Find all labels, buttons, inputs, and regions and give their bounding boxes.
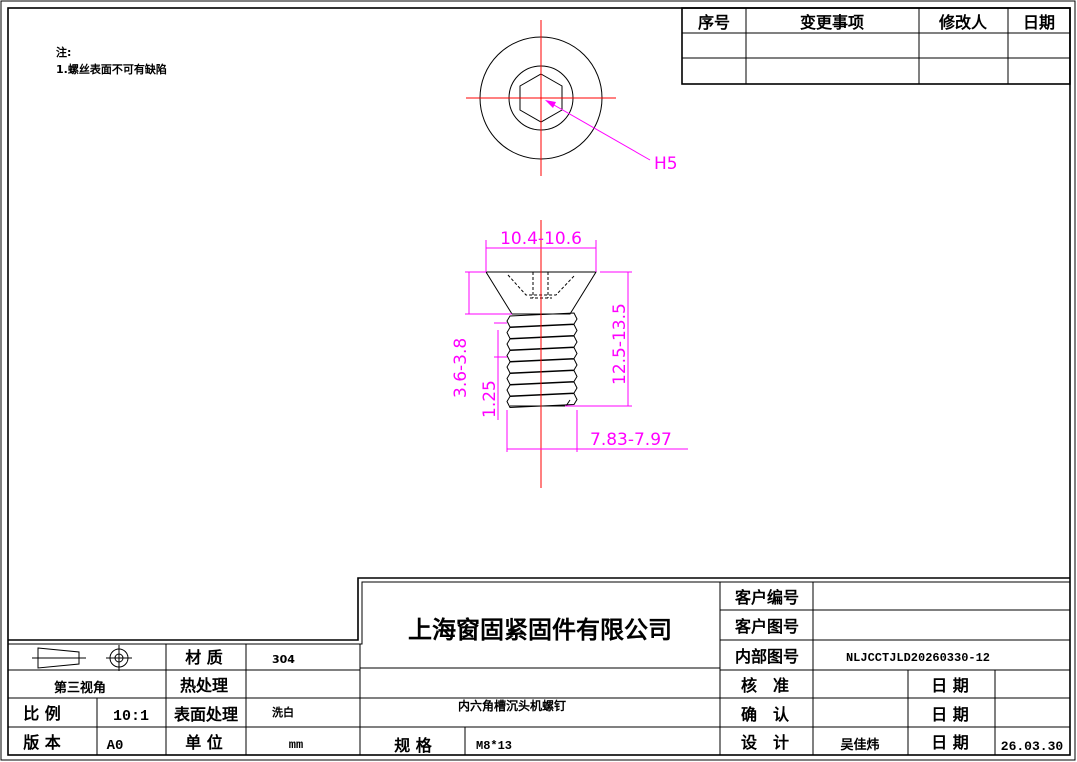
approve-date-label: 日 期	[931, 676, 969, 695]
unit-value: mm	[289, 738, 303, 752]
surface-treatment-value: 洗白	[272, 705, 294, 719]
countersunk-head	[485, 271, 597, 315]
hex-size-label: H5	[654, 154, 678, 174]
company-name: 上海窗固紧固件有限公司	[408, 616, 672, 644]
version-label: 版 本	[22, 733, 61, 752]
rev-header-editor: 修改人	[938, 13, 988, 32]
spec-value: M8*13	[476, 739, 512, 753]
leader-line	[546, 100, 651, 161]
dim-length: 12.5-13.5	[610, 303, 630, 385]
dim-pitch: 1.25	[480, 380, 500, 418]
internal-drawing-value: NLJCCTJLD20260330-12	[846, 651, 990, 665]
rev-header-no: 序号	[698, 13, 730, 32]
thread-body	[506, 312, 578, 409]
unit-label: 单 位	[185, 733, 223, 752]
thread-profile	[506, 312, 578, 409]
confirm-date-label: 日 期	[931, 705, 969, 724]
side-view	[485, 220, 597, 488]
confirm-label: 确 认	[741, 705, 790, 724]
customer-drawing-label: 客户图号	[735, 617, 799, 636]
version-value: A0	[107, 738, 124, 754]
revision-table: 序号 变更事项 修改人 日期	[681, 7, 1071, 85]
material-value: 304	[272, 653, 295, 666]
projection-label: 第三视角	[54, 680, 106, 696]
top-view: H5	[466, 20, 678, 176]
design-date-label: 日 期	[931, 733, 969, 752]
dim-head-height: 3.6-3.8	[451, 338, 471, 398]
dim-head-diameter: 10.4-10.6	[500, 229, 582, 249]
surface-treatment-label: 表面处理	[173, 705, 238, 724]
part-name: 内六角槽沉头机螺钉	[458, 698, 566, 713]
spec-label: 规 格	[394, 736, 433, 755]
scale-label: 比 例	[23, 704, 61, 723]
design-date: 26.03.30	[1001, 739, 1064, 754]
customer-no-label: 客户编号	[735, 588, 799, 607]
design-label: 设 计	[741, 733, 789, 752]
approve-label: 核 准	[741, 676, 789, 695]
title-block: 第三视角 材 质 304 热处理 表面处理 洗白 比 例 10:1 版 本 A0…	[8, 577, 1070, 755]
heat-treatment-label: 热处理	[180, 676, 228, 695]
third-angle-projection-icon	[32, 645, 132, 671]
internal-drawing-label: 内部图号	[735, 647, 799, 666]
inner-frame	[7, 7, 1071, 756]
rev-header-date: 日期	[1023, 13, 1055, 32]
dimensions: 10.4-10.6 3.6-3.8 1.25 12.5-13.5 7.83-7.…	[451, 229, 688, 452]
scale-value: 10:1	[113, 708, 149, 725]
material-label: 材 质	[185, 648, 223, 667]
note-item: 1.螺丝表面不可有缺陷	[56, 62, 167, 76]
designer-name: 吴佳炜	[840, 737, 879, 753]
notes-title: 注:	[56, 45, 71, 59]
dim-thread-diameter: 7.83-7.97	[590, 430, 672, 450]
rev-header-change: 变更事项	[800, 13, 864, 32]
